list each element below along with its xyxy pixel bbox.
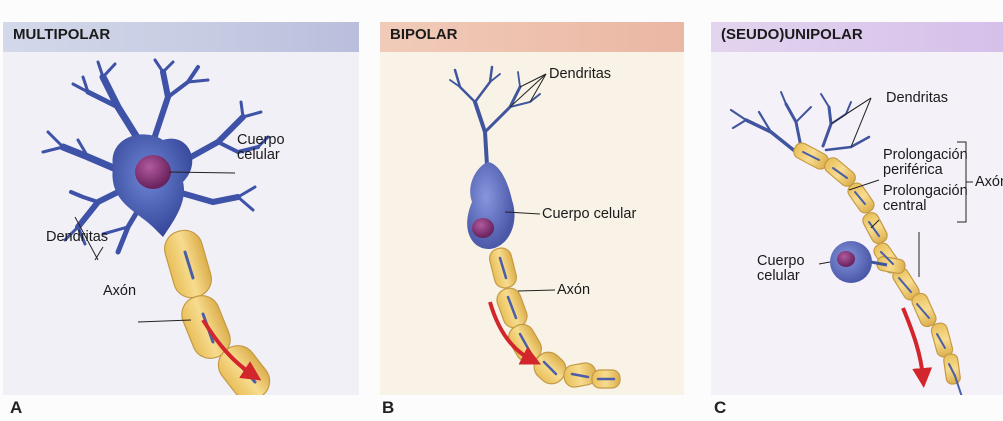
panel-pseudounipolar: (SEUDO)UNIPOLAR (711, 22, 1003, 395)
nucleus-shape (135, 155, 171, 189)
bipolar-neuron-figure (380, 52, 684, 395)
panel-multipolar: MULTIPOLAR (3, 22, 359, 395)
axon-myelin (487, 246, 620, 389)
panel-bipolar: BIPOLAR (380, 22, 684, 395)
label-axon-side: Axón (975, 175, 1003, 190)
panel-letter-b: B (382, 398, 394, 418)
cell-body-shape (467, 162, 514, 249)
label-central-process-line2: central (883, 199, 927, 214)
label-central-process-line1: Prolongación (883, 184, 968, 199)
pseudounipolar-neuron-figure (711, 52, 1003, 395)
multipolar-neuron-figure (3, 52, 359, 395)
label-cell-body-line2: celular (237, 148, 280, 163)
panel-title: (SEUDO)UNIPOLAR (711, 22, 1003, 52)
label-dendrites: Dendritas (46, 230, 108, 245)
panel-title: MULTIPOLAR (3, 22, 359, 52)
panel-letter-c: C (714, 398, 726, 418)
panel-letter-a: A (10, 398, 22, 418)
panel-title: BIPOLAR (380, 22, 684, 52)
label-cell-body-line1: Cuerpo (757, 254, 805, 269)
label-dendrites: Dendritas (886, 91, 948, 106)
axon-myelin (160, 226, 276, 395)
nucleus-shape (472, 218, 494, 238)
label-axon: Axón (557, 283, 590, 298)
label-axon: Axón (103, 284, 136, 299)
label-cell-body-line2: celular (757, 269, 800, 284)
label-cell-body: Cuerpo celular (542, 207, 636, 222)
nucleus-shape (837, 251, 855, 267)
label-cell-body-line1: Cuerpo (237, 133, 285, 148)
label-dendrites: Dendritas (549, 67, 611, 82)
label-peripheral-process-line1: Prolongación (883, 148, 968, 163)
label-peripheral-process-line2: periférica (883, 163, 943, 178)
